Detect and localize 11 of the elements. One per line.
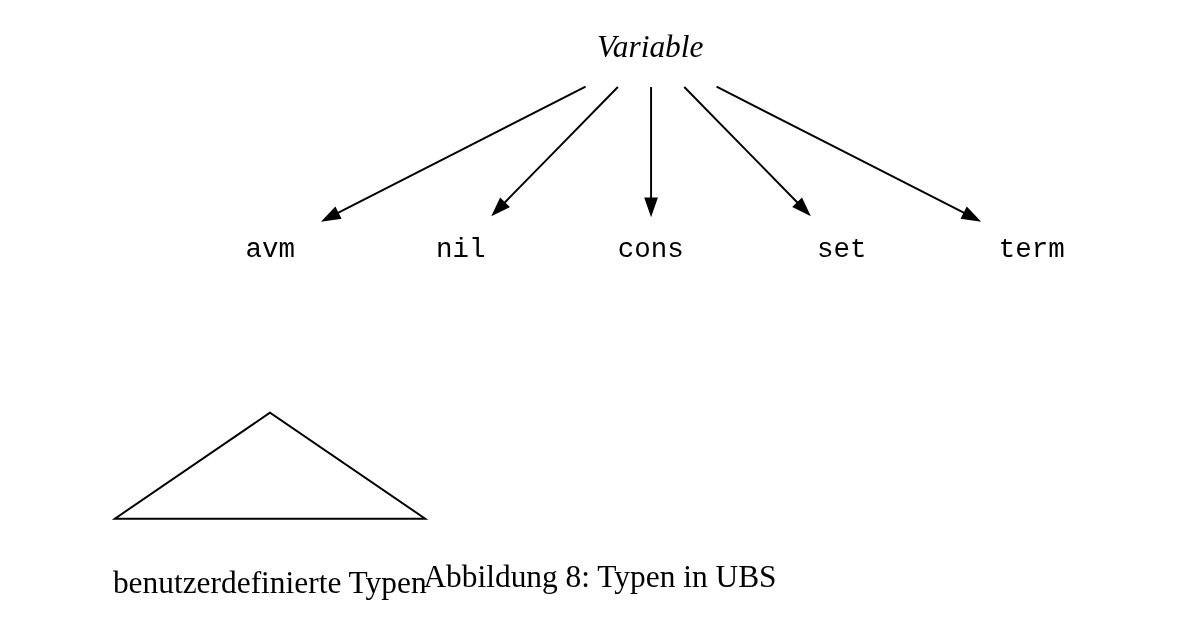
- arrow: [491, 86, 619, 217]
- node-text: avm: [245, 233, 295, 265]
- node-text: Variable: [597, 28, 704, 64]
- node-text: set: [817, 233, 867, 265]
- arrow: [644, 86, 658, 218]
- arrow: [320, 85, 587, 222]
- arrow: [715, 85, 982, 222]
- arrow: [683, 86, 811, 217]
- node-text: cons: [617, 233, 684, 265]
- node-text: nil: [435, 233, 486, 265]
- node-text: term: [998, 233, 1065, 265]
